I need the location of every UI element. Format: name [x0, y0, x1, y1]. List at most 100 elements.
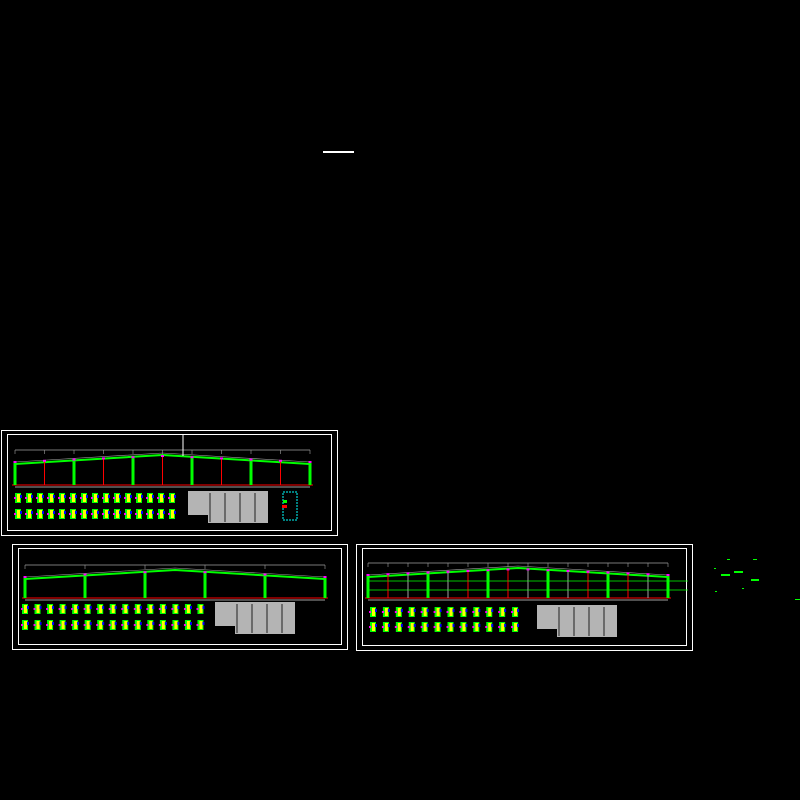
detail-bolt: [163, 495, 165, 498]
joint-detail: [133, 620, 142, 630]
detail-bolt: [89, 606, 92, 609]
roof-beam: [367, 566, 669, 578]
joint-detail: [121, 604, 130, 614]
joint-detail: [433, 607, 442, 617]
detail-bolt: [86, 511, 88, 514]
joint-detail: [433, 622, 442, 632]
frame-column: [567, 571, 569, 598]
detail-mark: [171, 608, 174, 610]
detail-bolt: [64, 606, 67, 609]
drawing-sheet-2[interactable]: [12, 544, 348, 650]
sheet-inner-frame: [362, 548, 687, 646]
detail-bolt: [42, 495, 44, 498]
column-joint: [586, 570, 590, 573]
detail-mark: [46, 608, 49, 610]
column-joint: [23, 576, 27, 578]
detail-member: [161, 621, 165, 629]
column-joint: [666, 574, 670, 576]
detail-mark: [146, 624, 149, 626]
detail-mark: [157, 513, 159, 515]
detail-member: [39, 494, 42, 502]
detail-member: [105, 494, 108, 502]
joint-detail: [168, 509, 176, 519]
frame-column: [507, 569, 509, 598]
drawing-sheet-3[interactable]: [356, 544, 693, 651]
column-joint: [566, 570, 570, 572]
detail-bolt: [31, 511, 33, 514]
column-joint: [546, 569, 550, 572]
detail-member: [186, 621, 190, 629]
detail-member: [17, 494, 20, 502]
detail-member: [17, 510, 20, 518]
column-joint: [526, 568, 530, 571]
joint-detail: [124, 509, 132, 519]
column-joint: [131, 456, 135, 459]
detail-member: [423, 623, 427, 631]
detail-mark: [446, 611, 449, 613]
detail-mark: [472, 626, 475, 628]
detail-bolt: [119, 495, 121, 498]
joint-detail: [157, 493, 165, 503]
detail-bolt: [127, 622, 130, 625]
joint-detail: [146, 620, 155, 630]
detail-bolt: [64, 622, 67, 625]
detail-bolt: [102, 606, 105, 609]
detail-bolt: [504, 624, 507, 627]
detail-bolt: [27, 606, 29, 609]
joint-detail: [133, 604, 142, 614]
joint-detail: [135, 493, 143, 503]
detail-member: [61, 510, 64, 518]
detail-mark: [83, 624, 86, 626]
detail-member: [160, 494, 163, 502]
detail-bolt: [189, 606, 192, 609]
frame-column: [666, 575, 670, 598]
detail-mark: [459, 626, 462, 628]
detail-mark: [71, 608, 74, 610]
detail-bolt: [108, 511, 110, 514]
joint-detail: [33, 620, 42, 630]
detail-bolt: [478, 609, 481, 612]
detail-member: [116, 494, 119, 502]
detail-bolt: [39, 622, 42, 625]
detail-bolt: [64, 511, 66, 514]
joint-detail: [146, 604, 155, 614]
material-table: [537, 605, 557, 629]
detail-bolt: [375, 609, 377, 612]
detail-bolt: [174, 511, 176, 514]
frame-column: [606, 572, 610, 598]
column-joint: [143, 571, 147, 574]
detail-mark: [196, 624, 199, 626]
detail-mark: [21, 624, 23, 626]
detail-mark: [183, 624, 186, 626]
column-joint: [102, 457, 105, 460]
detail-mark: [146, 513, 148, 515]
detail-member: [149, 621, 153, 629]
detail-member: [72, 510, 75, 518]
detail-member: [24, 605, 27, 613]
detail-mark: [58, 624, 61, 626]
column-joint: [13, 461, 17, 463]
detail-bolt: [20, 495, 22, 498]
detail-bolt: [517, 624, 520, 627]
detail-mark: [14, 497, 16, 499]
material-table: [188, 491, 208, 515]
detail-bolt: [127, 606, 130, 609]
detail-bolt: [465, 624, 468, 627]
drawing-sheet-1[interactable]: [1, 430, 338, 536]
detail-mark: [80, 513, 82, 515]
detail-mark: [157, 497, 159, 499]
frame-column: [44, 460, 45, 485]
joint-detail: [69, 493, 77, 503]
detail-mark: [394, 611, 397, 613]
detail-member: [384, 623, 388, 631]
joint-detail: [96, 604, 105, 614]
detail-bolt: [75, 495, 77, 498]
detail-mark: [108, 624, 111, 626]
detail-mark: [58, 513, 60, 515]
detail-mark: [420, 626, 423, 628]
detail-mark: [133, 624, 136, 626]
detail-mark: [33, 624, 36, 626]
material-table: [215, 602, 235, 626]
detail-member: [149, 605, 153, 613]
